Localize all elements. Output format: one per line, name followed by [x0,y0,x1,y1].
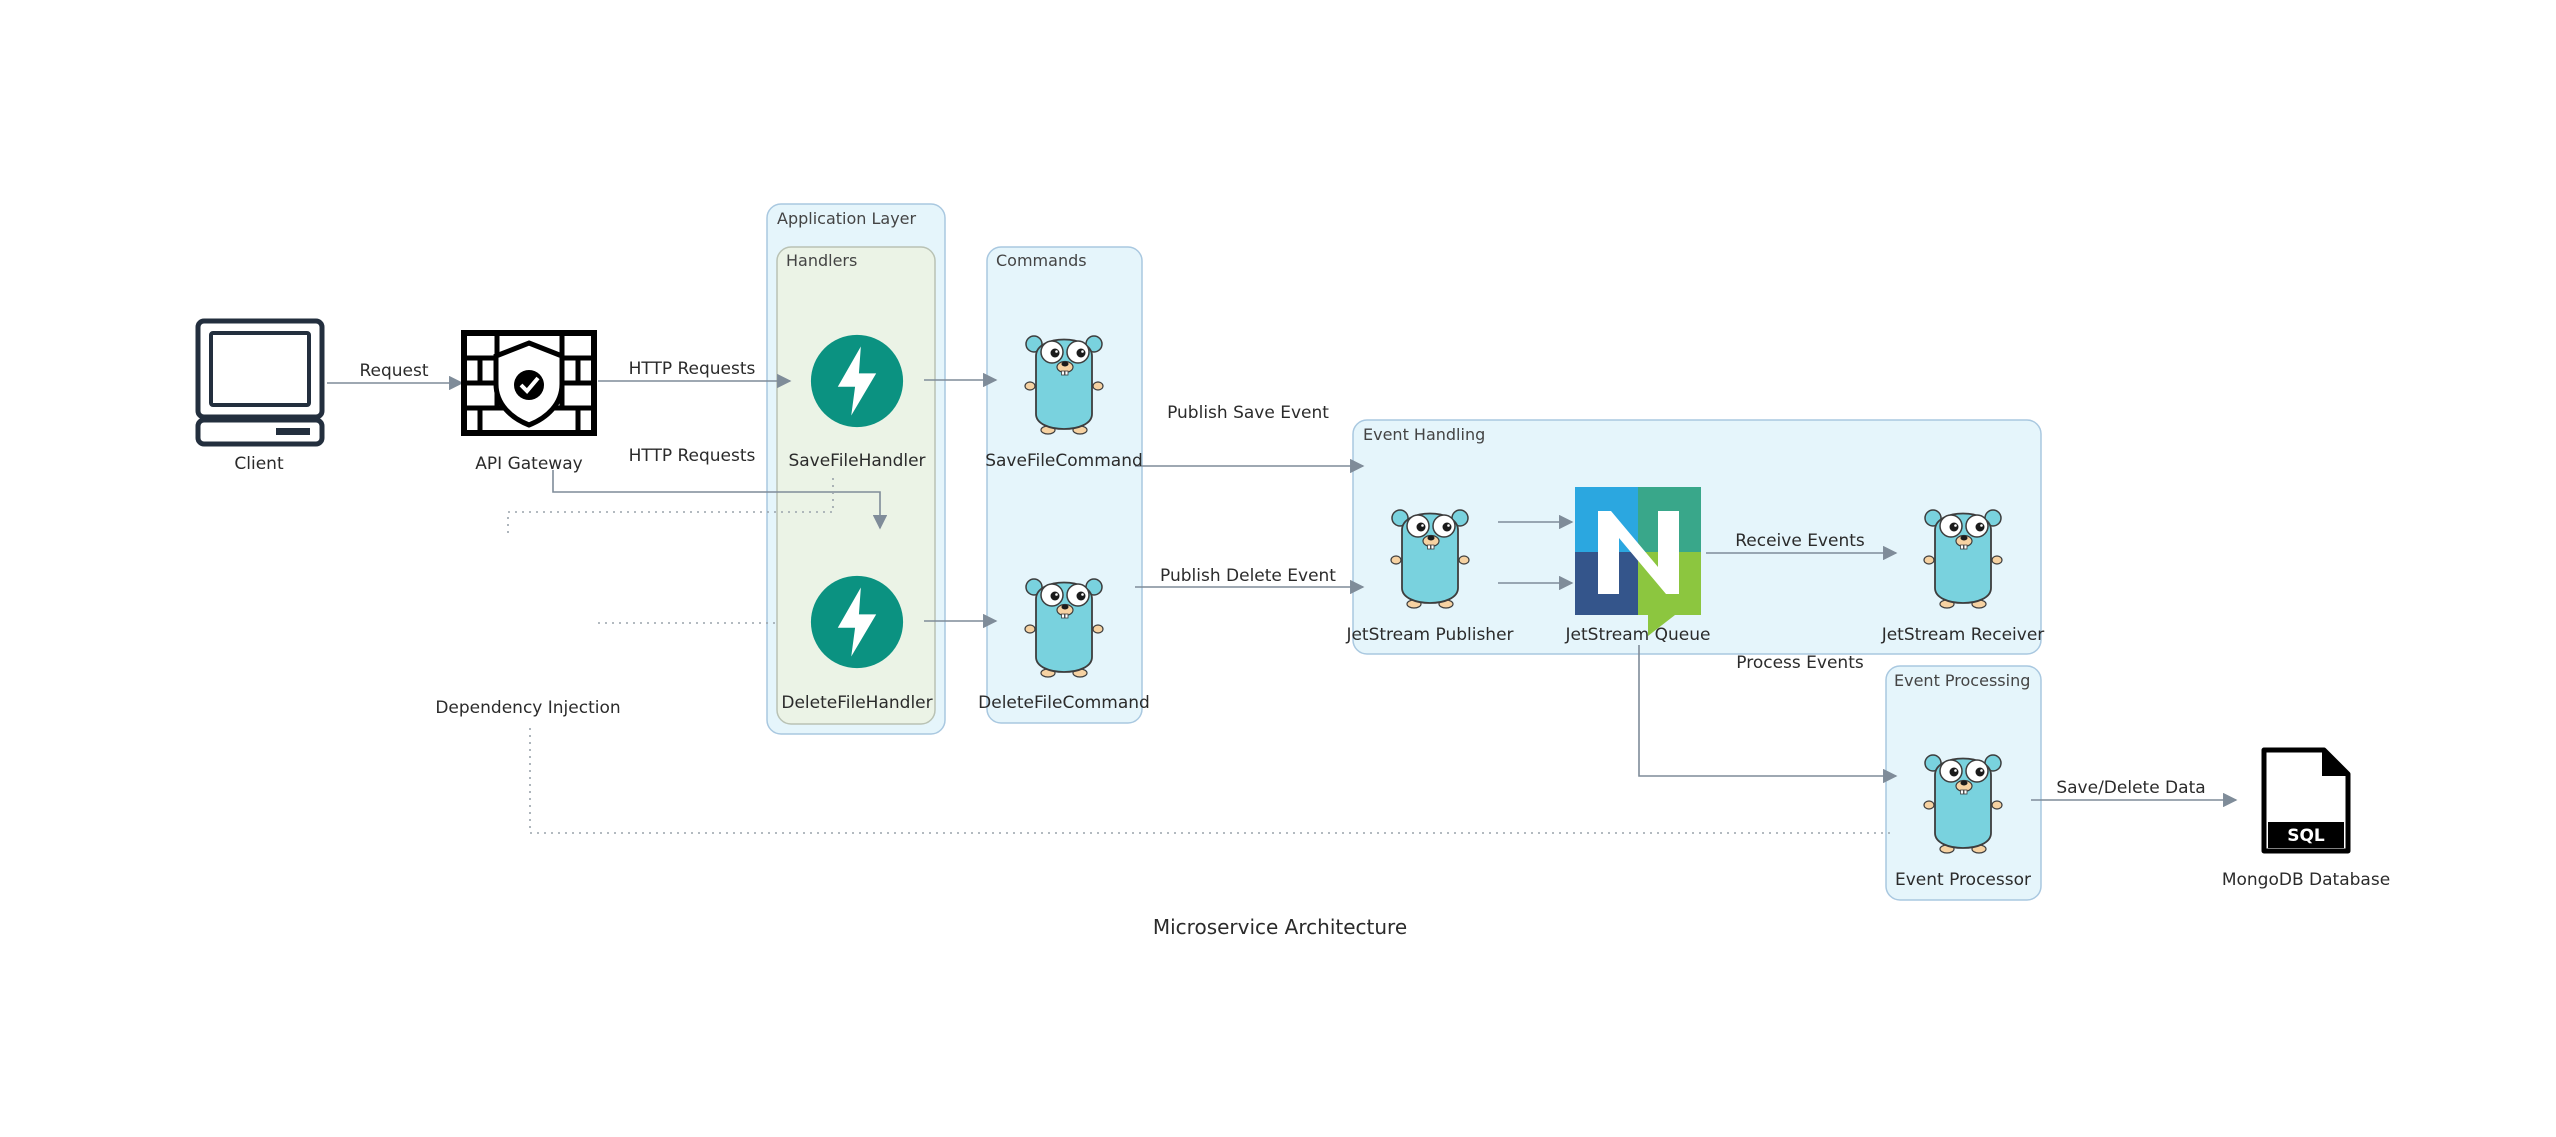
node-event-processor: Event Processor [1895,754,2031,890]
cluster-label-event-processing: Event Processing [1894,671,2030,690]
monitor-icon [195,318,325,447]
lightning-bolt-icon [810,334,904,428]
edges: Request HTTP Requests HTTP Requests Publ… [327,359,2238,834]
node-api-gateway: API Gateway [461,330,597,474]
node-label-processor: Event Processor [1895,870,2031,890]
edge-label-http-requests-2: HTTP Requests [629,446,756,466]
sql-file-icon: SQL [2261,747,2351,854]
edge-label-dependency-injection: Dependency Injection [435,698,620,718]
edge-label-receive-events: Receive Events [1735,531,1865,551]
node-label-api-gateway: API Gateway [475,454,582,474]
node-label-delete-command: DeleteFileCommand [978,693,1150,713]
node-label-client: Client [234,454,284,474]
node-label-publisher: JetStream Publisher [1345,625,1513,645]
cluster-label-event-handling: Event Handling [1363,425,1485,444]
node-label-delete-handler: DeleteFileHandler [781,693,932,713]
cluster-label-application-layer: Application Layer [777,209,917,228]
cluster-label-handlers: Handlers [786,251,857,270]
node-jetstream-receiver: JetStream Receiver [1881,509,2045,645]
cluster-commands: Commands [986,246,1143,724]
node-label-receiver: JetStream Receiver [1881,625,2045,645]
sql-badge-text: SQL [2287,826,2325,846]
node-save-file-command: SaveFileCommand [985,335,1143,471]
node-delete-file-command: DeleteFileCommand [978,578,1150,713]
firewall-shield-icon [461,330,597,436]
edge-process-events [1638,645,1898,784]
node-delete-file-handler: DeleteFileHandler [781,575,933,713]
edge-label-publish-delete: Publish Delete Event [1160,566,1336,586]
edge-label-http-requests-1: HTTP Requests [629,359,756,379]
node-label-database: MongoDB Database [2222,870,2390,890]
node-jetstream-publisher: JetStream Publisher [1345,509,1514,645]
nats-logo-icon [1575,487,1701,636]
edge-label-save-delete-data: Save/Delete Data [2056,778,2205,798]
gopher-icon [1923,509,2003,609]
node-label-queue: JetStream Queue [1565,625,1711,645]
diagram-title: Microservice Architecture [1153,915,1407,939]
gopher-icon [1923,754,2003,854]
node-jetstream-queue: JetStream Queue [1565,487,1711,645]
edge-http-requests-delete [552,470,888,530]
gopher-icon [1390,509,1470,609]
cluster-label-commands: Commands [996,251,1087,270]
edge-label-request: Request [359,361,428,381]
node-label-save-handler: SaveFileHandler [788,451,925,471]
node-label-save-command: SaveFileCommand [985,451,1143,471]
gopher-icon [1024,578,1104,678]
node-client: Client [195,318,325,474]
edge-label-process-events: Process Events [1736,653,1864,673]
gopher-icon [1024,335,1104,435]
edge-dependency-injection-processor [529,728,1893,834]
node-save-file-handler: SaveFileHandler [788,334,926,471]
node-mongodb-database: SQL MongoDB Database [2222,747,2390,890]
lightning-bolt-icon [810,575,904,669]
edge-label-publish-save: Publish Save Event [1167,403,1329,423]
edge-dependency-injection-save [507,478,834,535]
